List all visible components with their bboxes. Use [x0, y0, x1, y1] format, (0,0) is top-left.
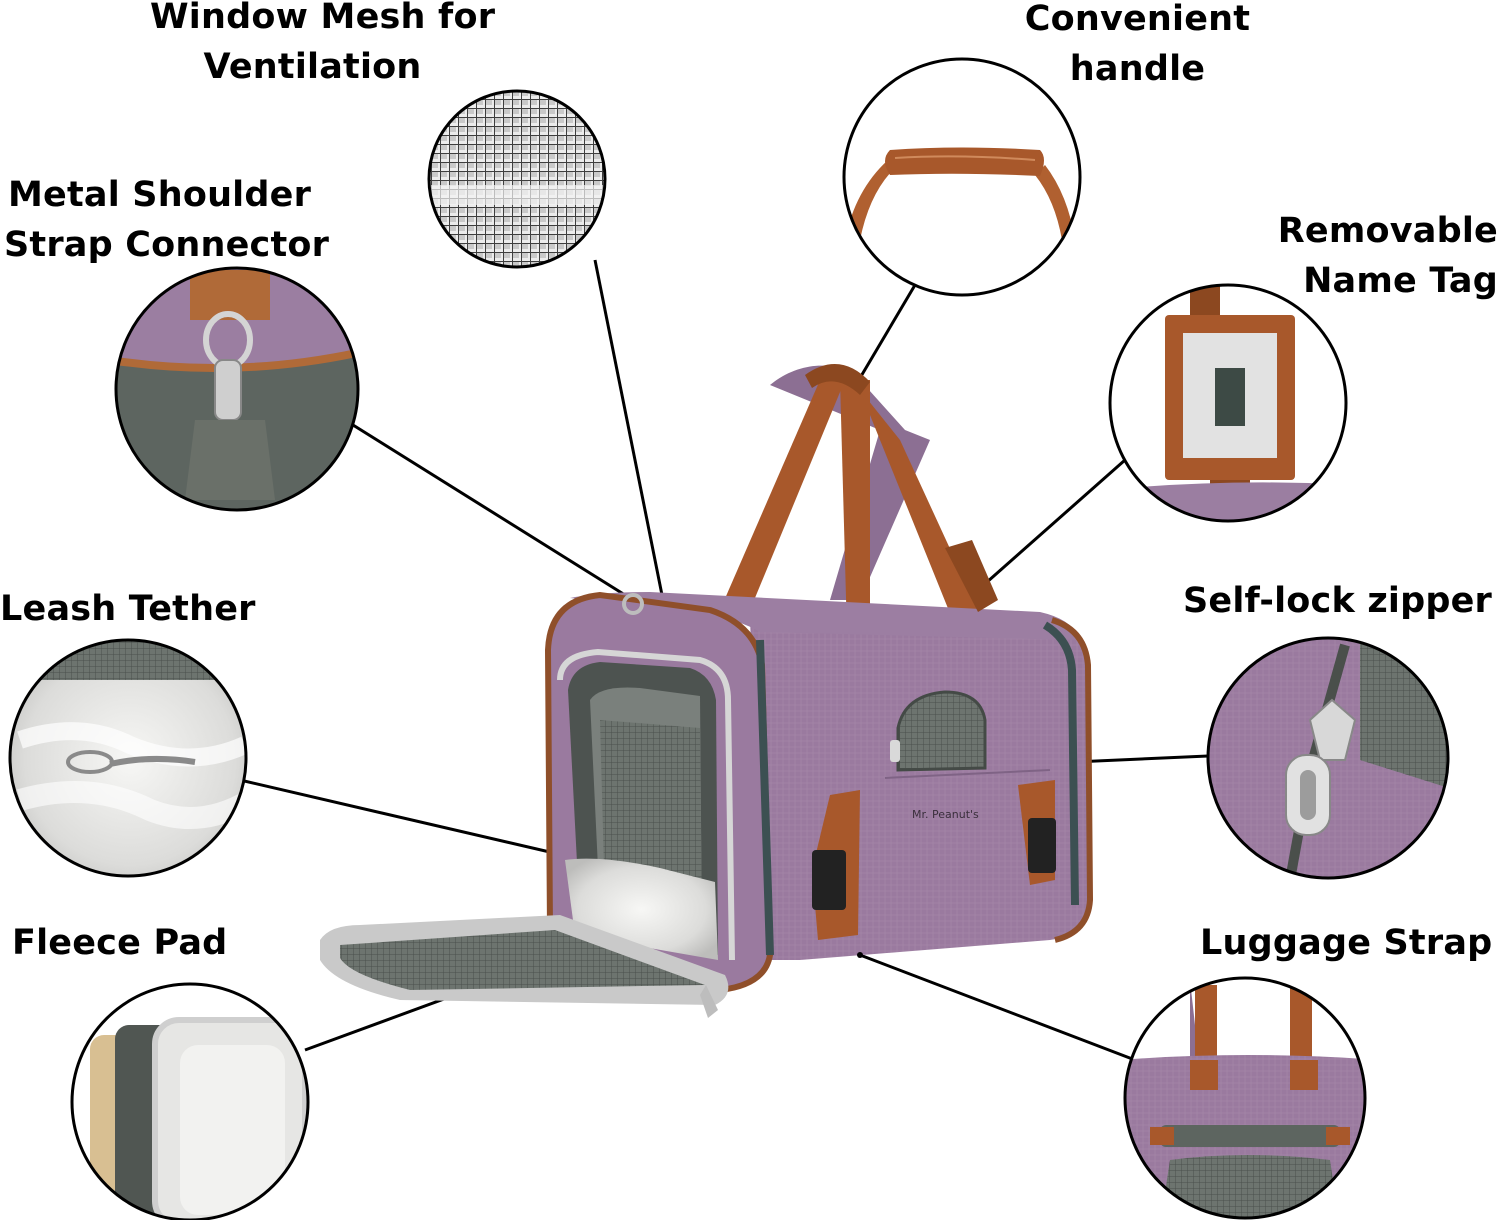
- pet-carrier-bag: Mr. Peanut's: [320, 364, 1094, 1018]
- callout-name-tag: [1108, 283, 1348, 523]
- side-zipper-pull: [890, 740, 900, 762]
- side-window: [896, 690, 987, 772]
- buckle-right: [1028, 818, 1056, 873]
- line-handle: [858, 284, 917, 379]
- label-luggage-strap: Luggage Strap: [1200, 918, 1493, 968]
- brand-print: Mr. Peanut's: [912, 808, 979, 821]
- line-shoulder: [344, 418, 634, 602]
- handle-detail: [885, 147, 1044, 176]
- callout-handle: [842, 57, 1082, 297]
- label-window-mesh-line1: Window Mesh for: [150, 0, 496, 37]
- label-window-mesh-line2: Ventilation: [203, 47, 422, 87]
- callout-window-mesh: [427, 89, 607, 269]
- label-leash-line1: Leash Tether: [0, 589, 256, 629]
- metal-clip: [214, 359, 242, 421]
- handle-strap-mid: [840, 380, 870, 670]
- label-window-mesh: Window Mesh for Ventilation: [150, 0, 496, 92]
- label-zipper: Self-lock zipper: [1180, 576, 1492, 626]
- callout-luggage-strap: [1123, 976, 1367, 1220]
- callout-zipper: [1206, 636, 1450, 880]
- leash-clip: [109, 755, 196, 767]
- line-luggage: [859, 953, 1136, 1062]
- label-handle: Convenient handle: [1015, 0, 1260, 94]
- handle-grip: [805, 364, 870, 395]
- zipper-slider: [1308, 698, 1357, 761]
- luggage-strap-band: [1160, 1125, 1340, 1147]
- bag-ring-connector: [622, 593, 644, 615]
- label-fleece-pad: Fleece Pad: [12, 918, 232, 968]
- label-shoulder-line2: Strap Connector: [4, 225, 330, 265]
- label-leash-tether: Leash Tether: [0, 584, 260, 634]
- buckle-left: [812, 850, 846, 910]
- label-handle-line1: Convenient: [1024, 0, 1251, 39]
- callout-leash-tether: [8, 638, 248, 878]
- label-name-tag-line2: Name Tag: [1303, 261, 1498, 301]
- bag-name-tag: [945, 540, 998, 612]
- label-zipper-line1: Self-lock zipper: [1182, 581, 1492, 621]
- line-name-tag: [977, 458, 1126, 592]
- handle-strap-left: [720, 380, 845, 610]
- label-handle-line2: handle: [1069, 49, 1206, 89]
- label-name-tag-line1: Removable: [1277, 211, 1498, 251]
- callout-fleece-pad: [70, 982, 310, 1220]
- label-name-tag: Removable Name Tag: [1270, 206, 1498, 306]
- label-fleece-line1: Fleece Pad: [12, 923, 228, 963]
- label-shoulder-line1: Metal Shoulder: [8, 175, 312, 215]
- label-luggage-line1: Luggage Strap: [1200, 923, 1493, 963]
- label-shoulder-connector: Metal Shoulder Strap Connector: [4, 170, 330, 270]
- callout-shoulder-connector: [114, 266, 360, 512]
